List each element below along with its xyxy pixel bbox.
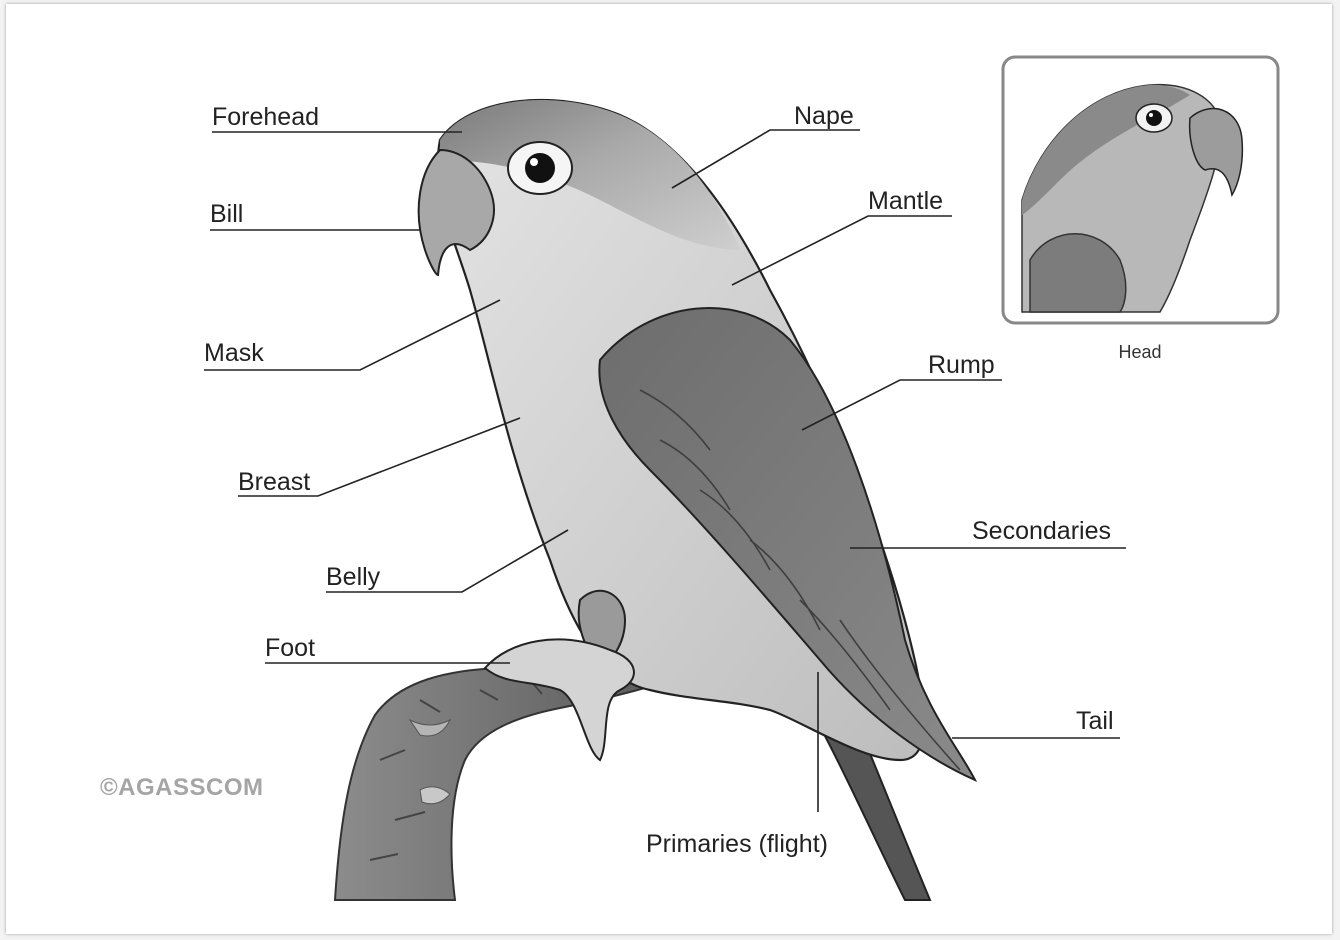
eye-illustration (508, 142, 572, 194)
label-mask: Mask (204, 339, 264, 367)
label-bill: Bill (210, 200, 243, 228)
label-nape: Nape (794, 102, 854, 130)
label-forehead: Forehead (212, 103, 319, 131)
foot-illustration (485, 591, 634, 760)
label-belly: Belly (326, 563, 381, 591)
leader-mantle (732, 216, 952, 285)
label-mantle: Mantle (868, 187, 943, 215)
head-inset: Head (1003, 57, 1278, 362)
label-secondaries: Secondaries (972, 517, 1111, 545)
parrot-anatomy-diagram: Forehead Bill Mask Breast Belly Foot Nap… (6, 4, 1332, 934)
watermark: ©AGASSCOM (100, 774, 264, 801)
label-breast: Breast (238, 468, 310, 496)
inset-caption: Head (1118, 342, 1161, 362)
label-foot: Foot (265, 634, 315, 662)
label-tail: Tail (1076, 707, 1114, 735)
label-rump: Rump (928, 351, 995, 379)
label-primaries: Primaries (flight) (646, 830, 828, 858)
diagram-sheet: Forehead Bill Mask Breast Belly Foot Nap… (6, 4, 1332, 934)
